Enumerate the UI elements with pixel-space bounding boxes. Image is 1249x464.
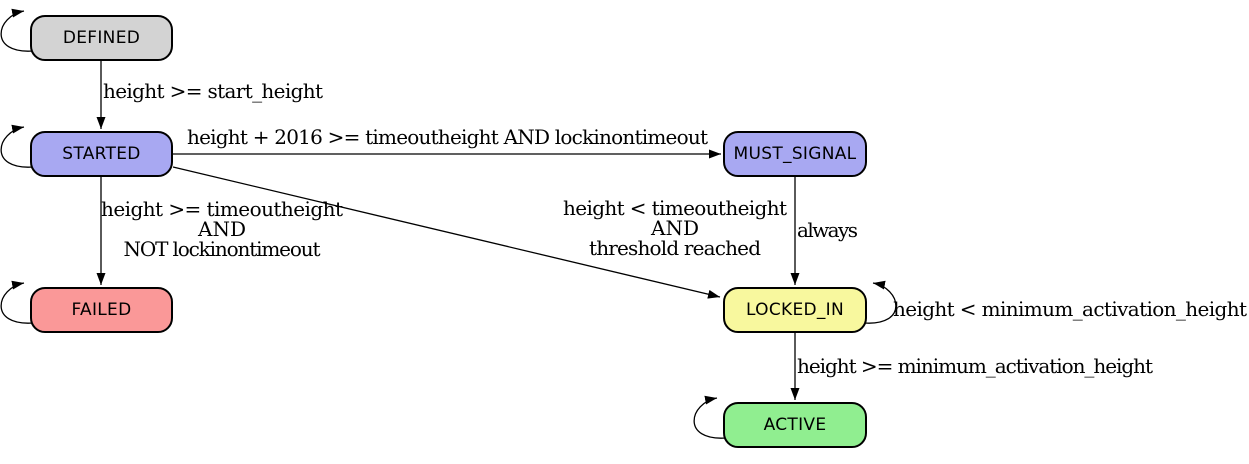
edge-label-locked-in-to-active: height >= minimum_activation_height [797, 354, 1153, 378]
state-active-label: ACTIVE [763, 415, 827, 435]
edge-label-started-to-failed-line1: height >= timeoutheight [101, 197, 343, 221]
state-locked-in: LOCKED_IN [723, 287, 867, 333]
edge-label-started-to-failed-line3: NOT lockinontimeout [124, 237, 321, 261]
self-loop-started [0, 124, 34, 168]
state-started: STARTED [30, 131, 173, 177]
edge-label-locked-in-self-loop: height < minimum_activation_height [893, 297, 1247, 321]
edge-label-started-to-failed-line2: AND [197, 217, 246, 241]
state-failed-label: FAILED [71, 300, 132, 320]
state-must-signal: MUST_SIGNAL [723, 131, 867, 177]
self-loop-active [693, 395, 727, 439]
edge-label-must-signal-to-locked-in: always [797, 218, 858, 242]
state-defined: DEFINED [30, 15, 173, 61]
state-locked-in-label: LOCKED_IN [745, 300, 845, 320]
edge-label-started-to-locked-in-line2: AND [650, 216, 699, 240]
self-loop-locked-in [863, 280, 897, 324]
edge-label-defined-to-started: height >= start_height [103, 79, 323, 103]
state-failed: FAILED [30, 287, 173, 333]
self-loop-defined [0, 8, 34, 52]
self-loop-failed [0, 280, 34, 324]
edge-label-started-to-locked-in-line1: height < timeoutheight [563, 196, 787, 220]
state-must-signal-label: MUST_SIGNAL [733, 144, 857, 164]
edge-label-started-to-must-signal: height + 2016 >= timeoutheight AND locki… [187, 125, 708, 149]
edge-started-to-locked-in [172, 166, 721, 299]
state-defined-label: DEFINED [62, 28, 141, 48]
state-started-label: STARTED [62, 144, 141, 164]
edge-label-started-to-locked-in-line3: threshold reached [589, 236, 761, 260]
state-active: ACTIVE [723, 402, 867, 448]
